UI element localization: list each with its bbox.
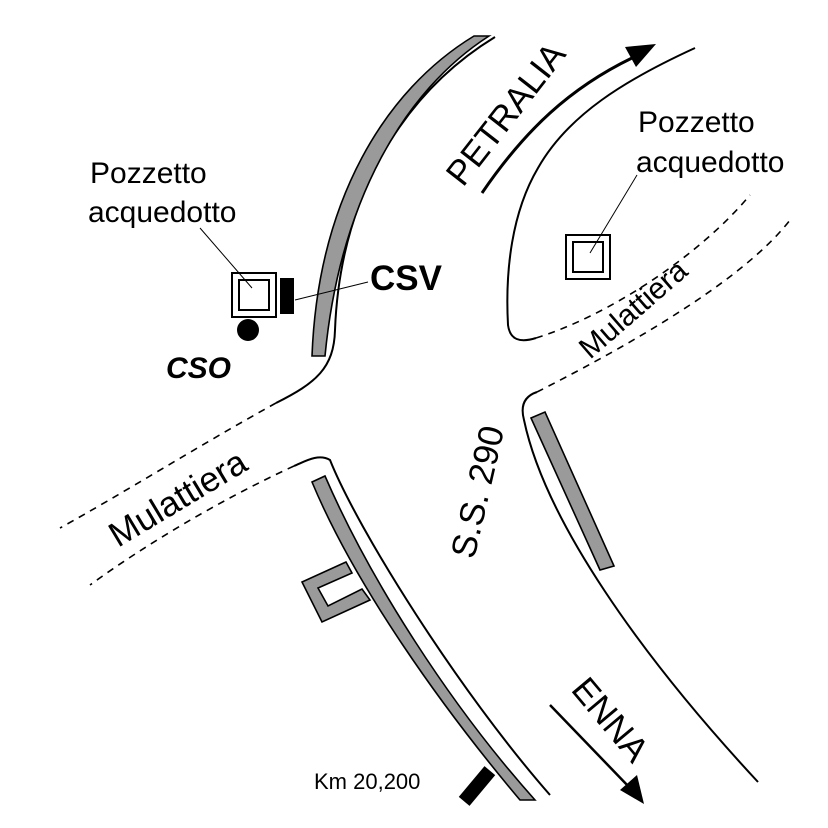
arrow-to-enna-icon bbox=[549, 704, 644, 804]
mule-track-east-upper bbox=[535, 194, 751, 339]
manhole-right-label-line2: acquedotto bbox=[636, 146, 784, 179]
mule-track-west-lower bbox=[89, 465, 295, 586]
cso-station-marker bbox=[237, 319, 259, 341]
track-label-west: Mulattiera bbox=[102, 442, 254, 555]
road-edge-east-lower bbox=[521, 391, 759, 783]
guardrail-right bbox=[529, 410, 616, 571]
leader-left-manhole bbox=[199, 227, 253, 289]
csv-station-marker bbox=[280, 278, 294, 314]
arrow-to-petralia-icon bbox=[480, 44, 656, 194]
km-marker-label: Km 20,200 bbox=[314, 769, 420, 794]
road-edge-east-upper bbox=[506, 47, 696, 342]
manhole-left-icon bbox=[231, 272, 277, 318]
road-edge-west-lower bbox=[293, 456, 551, 796]
direction-label-south: ENNA bbox=[564, 670, 657, 770]
guardrail-lower-left bbox=[310, 474, 537, 801]
leader-csv bbox=[294, 281, 369, 301]
road-label: S.S. 290 bbox=[444, 422, 512, 562]
manhole-right-label-line1: Pozzetto bbox=[638, 106, 755, 139]
manhole-right-icon bbox=[565, 234, 611, 280]
guardrail-upper-left bbox=[311, 35, 492, 357]
lay-by-bracket bbox=[300, 560, 372, 624]
mule-track-west-upper bbox=[59, 402, 277, 529]
leader-right-manhole bbox=[589, 174, 638, 254]
km-marker-post bbox=[458, 766, 496, 806]
manhole-left-label-line1: Pozzetto bbox=[90, 157, 207, 190]
cso-label: CSO bbox=[166, 352, 231, 385]
road-edge-west-upper bbox=[275, 36, 496, 404]
csv-label: CSV bbox=[370, 259, 443, 298]
manhole-left-label-line2: acquedotto bbox=[88, 196, 236, 229]
mule-track-east-lower bbox=[536, 219, 791, 393]
